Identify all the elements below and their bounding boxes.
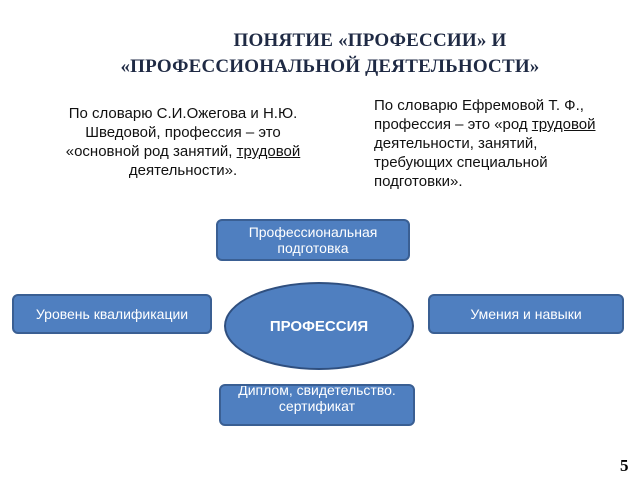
node-qualification-level-label: Уровень квалификации [35,306,189,322]
node-diploma-label: Диплом, свидетельство. сертификат [238,384,396,414]
node-skills-label: Умения и навыки [470,306,582,322]
slide-title-line-2: «ПРОФЕССИОНАЛЬНОЙ ДЕЯТЕЛЬНОСТИ» [120,56,540,77]
node-professional-training-label: Профессиональная подготовка [248,224,378,256]
definition-efremova-text-end: деятельности, занятий, требующих специал… [374,135,548,190]
definition-ozhegov-text-end: деятельности». [128,162,238,179]
node-profession-center-label: ПРОФЕССИЯ [269,317,369,335]
node-qualification-level: Уровень квалификации [12,294,212,334]
definition-efremova: По словарю Ефремовой Т. Ф., профессия – … [374,96,614,191]
slide-title: ПОНЯТИЕ «ПРОФЕССИИ» И «ПРОФЕССИОНАЛЬНОЙ … [60,28,600,80]
page-number: 5 [620,456,629,475]
node-skills: Умения и навыки [428,294,624,334]
definition-ozhegov: По словарю С.И.Ожегова и Н.Ю. Шведовой, … [48,104,318,180]
definition-ozhegov-text-start: По словарю С.И.Ожегова и Н.Ю. Шведовой, … [65,105,298,160]
node-professional-training: Профессиональная подготовка [216,219,410,261]
node-diploma: Диплом, свидетельство. сертификат [219,384,415,426]
node-profession-center: ПРОФЕССИЯ [224,282,414,370]
definition-efremova-text-start: По словарю Ефремовой Т. Ф., профессия – … [374,97,584,133]
definition-ozhegov-underlined: трудовой [236,143,301,160]
slide-title-line-1: ПОНЯТИЕ «ПРОФЕССИИ» И [233,30,507,51]
definition-efremova-underlined: трудовой [531,116,596,133]
